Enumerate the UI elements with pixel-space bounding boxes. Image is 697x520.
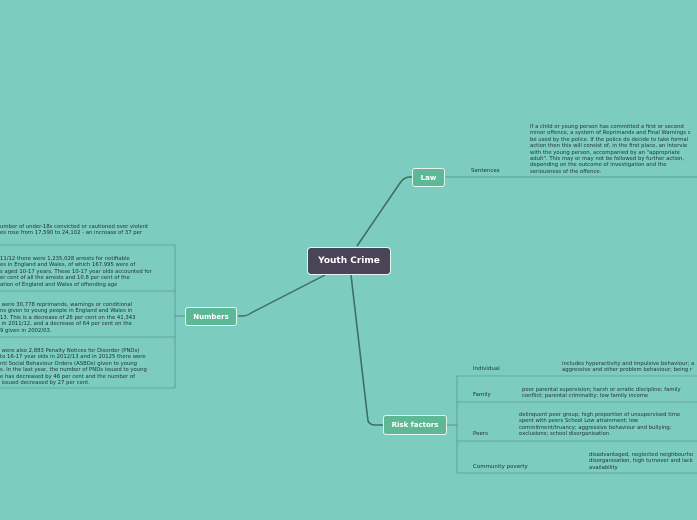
sentences-label: Sentences xyxy=(471,168,500,174)
sentences-text: If a child or young person has committed… xyxy=(530,124,691,175)
numbers-node[interactable]: Numbers xyxy=(185,307,237,326)
numbers-item-2: 11/12 there were 1,235,028 arrests for n… xyxy=(0,256,152,288)
root-node[interactable]: Youth Crime xyxy=(307,247,391,275)
numbers-label: Numbers xyxy=(193,312,229,321)
risk-peers-text: delinquent peer group; high proportion o… xyxy=(519,412,681,438)
risk-individual-text: includes hyperactivity and impulsive beh… xyxy=(562,361,695,374)
risk-family-text: poor parental supervision; harsh or erra… xyxy=(522,387,681,400)
risk-community-label: Community poverty xyxy=(473,464,528,470)
root-label: Youth Crime xyxy=(318,256,380,266)
law-label: Law xyxy=(420,173,437,182)
numbers-item-4: were also 2,883 Penalty Notices for Diso… xyxy=(0,348,147,387)
risk-factors-node[interactable]: Risk factors xyxy=(383,415,447,435)
risk-community-text: disadvantaged, neglected neighbourho dis… xyxy=(589,452,694,471)
numbers-item-1: umber of under-18s convicted or cautione… xyxy=(0,224,149,237)
risk-family-label: Family xyxy=(473,392,491,398)
risk-factors-label: Risk factors xyxy=(391,421,439,429)
numbers-item-3: were 30,778 reprimands, warnings or cond… xyxy=(0,302,136,334)
law-node[interactable]: Law xyxy=(412,168,445,187)
risk-individual-label: Individual xyxy=(473,366,500,372)
risk-peers-label: Peers xyxy=(473,431,489,437)
